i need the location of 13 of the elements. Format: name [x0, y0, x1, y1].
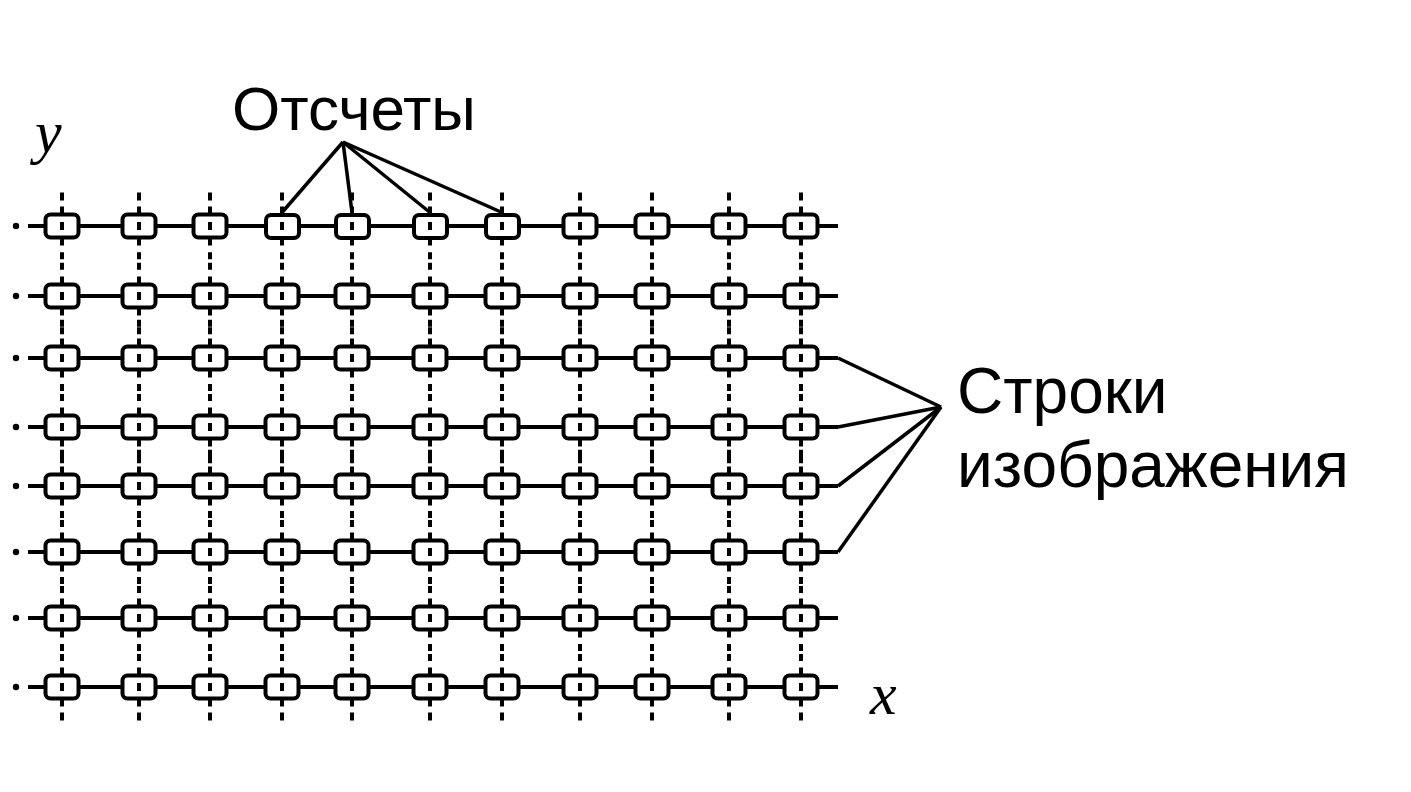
callout-label: Отсчеты	[232, 76, 476, 142]
leader-line	[837, 356, 942, 409]
leader-line	[836, 405, 943, 488]
sample-box	[263, 212, 301, 240]
sample-box	[411, 212, 449, 240]
sample-box	[333, 212, 371, 240]
callout-label: Строки изображения	[941, 354, 1381, 502]
leader-line	[342, 140, 503, 215]
axis-label: x	[868, 660, 898, 729]
leader-line	[341, 141, 354, 213]
axis-label: y	[26, 98, 71, 167]
leader-line	[836, 406, 943, 553]
sample-box	[483, 212, 521, 240]
